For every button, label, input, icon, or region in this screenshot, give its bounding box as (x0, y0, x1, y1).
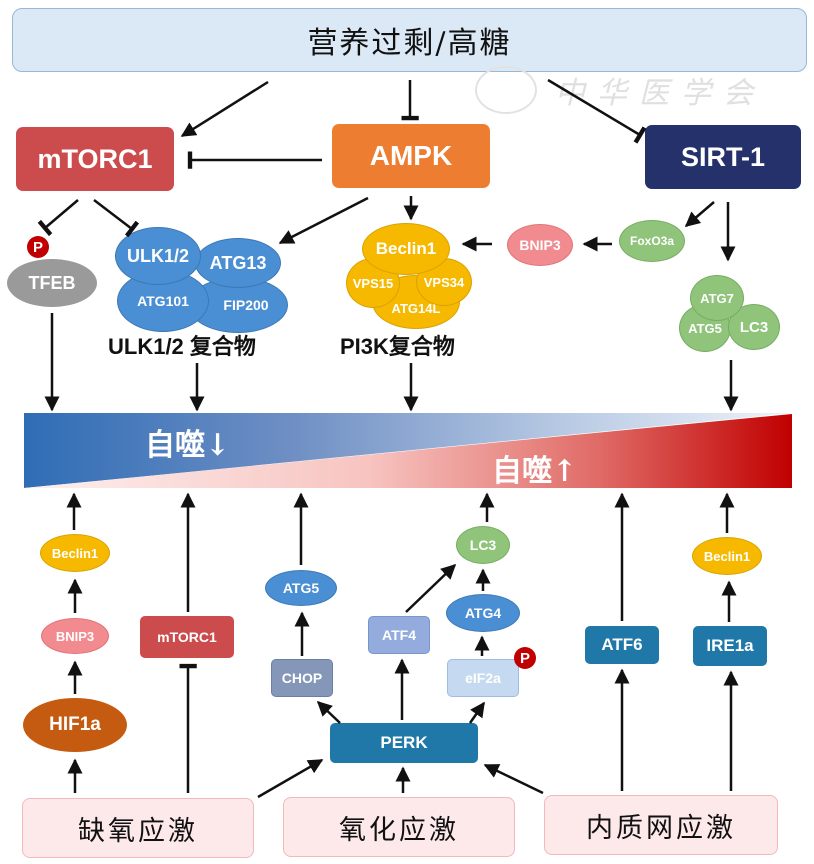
ulk-complex-label: ULK1/2 复合物 (108, 334, 256, 359)
chop-label: CHOP (281, 670, 323, 686)
stress-oxidative-label: 氧化应激 (339, 814, 459, 846)
foxo3a-node: FoxO3a (619, 220, 685, 262)
stress-hypoxia-label: 缺氧应激 (78, 815, 198, 847)
arrow-perk-to-eif2a (468, 701, 486, 724)
mtorc1-label: mTORC1 (37, 143, 153, 174)
beclin1-er-label: Beclin1 (703, 548, 751, 564)
perk-node: PERK (330, 723, 478, 763)
lc3-bottom-label: LC3 (469, 537, 497, 553)
atg13-node: ATG13 (195, 238, 281, 288)
autophagy-up-region (24, 414, 792, 488)
atg14l-label: ATG14L (391, 300, 441, 316)
arrow-perk-to-chop (316, 700, 341, 724)
title-box: 营养过剩/高糖 (12, 8, 807, 72)
atg13-label: ATG13 (209, 252, 267, 273)
inhibit-mtorc1-to-tfeb (37, 199, 79, 237)
stress-hypoxia: 缺氧应激 (22, 798, 254, 858)
atg101-node: ATG101 (117, 270, 209, 332)
atg5-node-blue: ATG5 (265, 570, 337, 606)
atg4-label: ATG4 (464, 605, 502, 621)
watermark: 中华医学会 (475, 66, 765, 114)
title-text: 营养过剩/高糖 (307, 26, 512, 61)
ulk12-node: ULK1/2 (115, 227, 201, 285)
perk-label: PERK (380, 733, 428, 752)
bnip3-node-hypoxia: BNIP3 (41, 618, 109, 654)
stress-er: 内质网应激 (544, 795, 778, 855)
vps34-label: VPS34 (423, 274, 465, 290)
atg101-label: ATG101 (137, 293, 189, 309)
mtorc1-bottom-label: mTORC1 (157, 629, 217, 645)
lc3-node-bottom: LC3 (456, 526, 510, 564)
autophagy-down-label: 自噬↓ (145, 428, 231, 463)
arrow-ampk-to-ulk (278, 196, 369, 245)
atg4-node: ATG4 (446, 594, 520, 632)
atg7-node: ATG7 (690, 275, 744, 321)
sirt1-node: SIRT-1 (645, 125, 801, 189)
ampk-label: AMPK (369, 140, 453, 171)
hif1a-node: HIF1a (23, 698, 127, 752)
atf4-label: ATF4 (382, 627, 416, 643)
atg5-green-label: ATG5 (688, 320, 722, 336)
mtorc1-node-bottom: mTORC1 (140, 616, 234, 658)
fip200-label: FIP200 (223, 297, 269, 313)
phospho-badge-tfeb: P (27, 236, 49, 258)
arrow-hypoxia-to-perk (257, 758, 324, 799)
bnip3-hypoxia-label: BNIP3 (55, 628, 95, 644)
ampk-node: AMPK (332, 124, 490, 188)
tfeb-label: TFEB (28, 272, 76, 293)
arrow-title-to-mtorc1 (180, 80, 269, 138)
atf4-node: ATF4 (368, 616, 430, 654)
pi3k-complex-label: PI3K复合物 (340, 334, 455, 359)
atf6-node: ATF6 (585, 626, 659, 664)
autophagy-up-label: 自噬↑ (492, 454, 578, 489)
phospho-badge-eif2a: P (514, 647, 536, 669)
stress-oxidative: 氧化应激 (283, 797, 515, 857)
watermark-text: 中华医学会 (555, 76, 765, 111)
eif2a-label: eIF2a (465, 670, 501, 686)
atg5-blue-label: ATG5 (282, 580, 320, 596)
beclin1-node-er: Beclin1 (692, 537, 762, 575)
ulk12-label: ULK1/2 (126, 245, 189, 266)
beclin1-label: Beclin1 (375, 239, 437, 258)
atf6-label: ATF6 (601, 635, 643, 654)
foxo3a-label: FoxO3a (629, 234, 674, 248)
stress-er-label: 内质网应激 (586, 812, 736, 844)
tfeb-node: TFEB (7, 259, 97, 307)
vps34-node: VPS34 (416, 258, 472, 306)
arrow-sirt1-to-foxo3a (684, 201, 715, 227)
beclin1-hypoxia-label: Beclin1 (51, 545, 99, 561)
arrow-atf4-to-lc3 (405, 563, 457, 613)
ire1a-label: IRE1a (706, 636, 754, 655)
sirt1-label: SIRT-1 (680, 141, 766, 172)
atg7-label: ATG7 (700, 290, 734, 306)
arrow-er-to-perk (483, 763, 544, 795)
autophagy-down-region (24, 413, 792, 488)
bnip3-label: BNIP3 (519, 237, 561, 253)
chop-node: CHOP (271, 659, 333, 697)
hif1a-label: HIF1a (49, 714, 101, 735)
inhibit-mtorc1-to-ulk (93, 199, 140, 238)
bnip3-node-top: BNIP3 (507, 224, 573, 266)
watermark-seal-icon (475, 66, 537, 114)
vps15-label: VPS15 (352, 275, 394, 291)
beclin1-node-hypoxia: Beclin1 (40, 534, 110, 572)
mtorc1-node: mTORC1 (16, 127, 174, 191)
beclin1-node-pi3k: Beclin1 (362, 223, 450, 275)
lc3-green-label: LC3 (739, 318, 769, 336)
eif2a-node: eIF2a (447, 659, 519, 697)
ire1a-node: IRE1a (693, 626, 767, 666)
